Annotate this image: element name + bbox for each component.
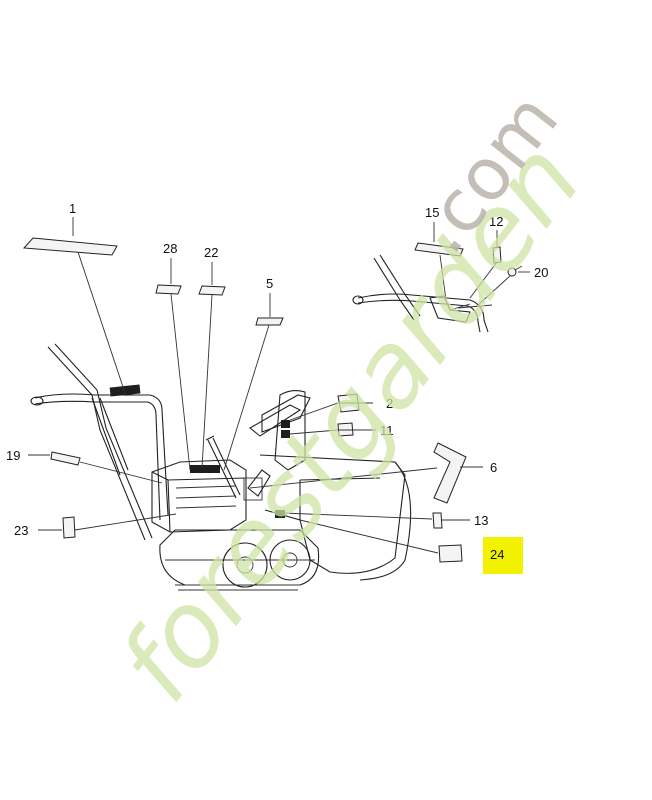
decal-13[interactable] [432, 512, 443, 529]
label-28: 28 [163, 241, 177, 256]
label-6: 6 [490, 460, 497, 475]
decal-1[interactable] [22, 237, 118, 256]
leader-lines [28, 217, 530, 554]
label-13: 13 [474, 513, 488, 528]
decal-24[interactable] [438, 544, 463, 563]
decal-6[interactable] [433, 442, 467, 504]
decal-23[interactable] [62, 516, 76, 539]
label-5: 5 [266, 276, 273, 291]
part-decals [22, 237, 523, 563]
decal-28[interactable] [155, 284, 182, 295]
decal-19[interactable] [50, 451, 81, 466]
label-2: 2 [386, 396, 393, 411]
label-12: 12 [489, 214, 503, 229]
part-number-labels: 1 28 22 5 2 11 6 19 23 13 24 15 12 20 [6, 201, 548, 562]
highlight-box-24 [483, 537, 523, 574]
decal-15[interactable] [414, 242, 464, 257]
label-22: 22 [204, 245, 218, 260]
watermark-logo: forestgarden .com [96, 78, 605, 724]
decal-12[interactable] [492, 246, 502, 264]
label-1: 1 [69, 201, 76, 216]
label-23: 23 [14, 523, 28, 538]
label-20: 20 [534, 265, 548, 280]
label-11: 11 [380, 423, 394, 438]
label-24: 24 [490, 547, 504, 562]
decal-22[interactable] [198, 285, 226, 296]
part-20-washer[interactable] [507, 265, 523, 277]
label-19: 19 [6, 448, 20, 463]
label-15: 15 [425, 205, 439, 220]
snowblower-illustration [30, 254, 493, 591]
watermark-green-text: forestgarden [96, 120, 605, 723]
decal-5[interactable] [255, 317, 284, 326]
decal-11[interactable] [337, 422, 354, 437]
